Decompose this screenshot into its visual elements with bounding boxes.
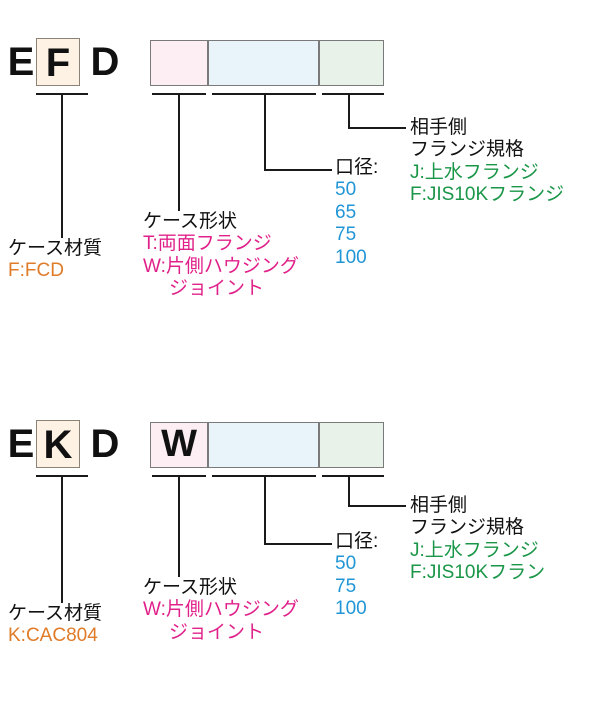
callout-flange-option-1: J:上水フランジ xyxy=(410,161,539,183)
callout-flange: 相手側 フランジ規格 J:上水フランジ F:JIS10Kフランジ xyxy=(410,117,564,207)
leader-flange-bar xyxy=(322,475,384,477)
callout-bore-option-1: 50 xyxy=(335,553,357,575)
callout-bore-option-1: 50 xyxy=(335,179,357,201)
callout-flange: 相手側 フランジ規格 J:上水フランジ F:JIS10Kフラン xyxy=(410,495,545,585)
callout-bore-option-3: 75 xyxy=(335,224,357,246)
code-slot-case-shape xyxy=(150,40,208,86)
leader-material-stem xyxy=(61,93,63,238)
callout-material: ケース材質 F:FCD xyxy=(8,238,102,283)
leader-flange-stem xyxy=(348,475,350,507)
code-char-3: D xyxy=(90,422,120,466)
code-row: E F D xyxy=(0,0,600,86)
callout-case-shape-option-1: W:片側ハウジング xyxy=(143,599,299,621)
leader-flange-run xyxy=(348,505,406,507)
callout-material-title: ケース材質 xyxy=(8,603,103,624)
leader-case-shape-stem xyxy=(178,475,180,577)
callout-bore-option-3: 100 xyxy=(335,598,367,620)
leader-flange-bar xyxy=(322,93,384,95)
callout-material-title: ケース材質 xyxy=(8,238,103,259)
leader-bore-run xyxy=(264,169,332,171)
code-slot-flange-spec xyxy=(319,40,384,86)
product-code-diagram-2: E K D W ケース材質 K:CAC804 ケース形状 W:片側ハウジング ジ… xyxy=(0,382,600,702)
code-row: E K D W xyxy=(0,382,600,468)
callout-flange-title-line2: フランジ規格 xyxy=(410,517,525,539)
code-char-1: E xyxy=(7,40,35,84)
code-char-3: D xyxy=(90,40,120,84)
leader-bore-stem xyxy=(264,475,266,545)
callout-material: ケース材質 K:CAC804 xyxy=(8,603,102,648)
callout-case-shape-option-1: T:両面フランジ xyxy=(143,233,272,255)
code-slot-bore xyxy=(208,40,319,86)
code-slot-bore xyxy=(208,422,319,468)
callout-case-shape: ケース形状 W:片側ハウジング ジョイント xyxy=(143,577,299,644)
code-slot-flange-spec xyxy=(319,422,384,468)
callout-case-shape-title: ケース形状 xyxy=(143,577,238,598)
callout-bore-title: 口径: xyxy=(335,157,379,178)
callout-flange-option-2: F:JIS10Kフラン xyxy=(410,562,546,584)
code-slot-case-shape: W xyxy=(150,422,208,468)
callout-flange-title-line1: 相手側 xyxy=(410,495,468,516)
product-code-diagram-1: E F D ケース材質 F:FCD ケース形状 T:両面フランジ W:片側ハウジ… xyxy=(0,0,600,301)
leader-bore-run xyxy=(264,543,332,545)
callout-flange-option-2: F:JIS10Kフランジ xyxy=(410,184,565,206)
callout-case-shape-option-2: W:片側ハウジング xyxy=(143,255,299,277)
code-char-2-boxed: F xyxy=(36,38,80,86)
callout-bore-option-4: 100 xyxy=(335,246,367,268)
callout-case-shape-title: ケース形状 xyxy=(143,211,238,232)
callout-case-shape-option-2: ジョイント xyxy=(169,621,265,643)
leader-material-stem xyxy=(61,475,63,603)
callout-material-option-1: K:CAC804 xyxy=(8,625,98,647)
leader-flange-run xyxy=(348,127,406,129)
callout-flange-title-line2: フランジ規格 xyxy=(410,139,525,161)
code-char-2-boxed: K xyxy=(36,420,80,468)
callout-bore: 口径: 50 75 100 xyxy=(335,531,378,621)
leader-case-shape-stem xyxy=(178,93,180,211)
callout-flange-option-1: J:上水フランジ xyxy=(410,539,539,561)
leader-flange-stem xyxy=(348,93,350,129)
callout-bore: 口径: 50 65 75 100 xyxy=(335,157,378,269)
leader-bore-stem xyxy=(264,93,266,171)
callout-case-shape: ケース形状 T:両面フランジ W:片側ハウジング ジョイント xyxy=(143,211,299,301)
callout-material-option-1: F:FCD xyxy=(8,260,64,282)
callout-case-shape-option-3: ジョイント xyxy=(169,278,265,300)
callout-bore-option-2: 65 xyxy=(335,201,357,223)
callout-bore-option-2: 75 xyxy=(335,575,357,597)
callout-bore-title: 口径: xyxy=(335,531,379,552)
code-char-1: E xyxy=(7,422,35,466)
callout-flange-title-line1: 相手側 xyxy=(410,117,468,138)
